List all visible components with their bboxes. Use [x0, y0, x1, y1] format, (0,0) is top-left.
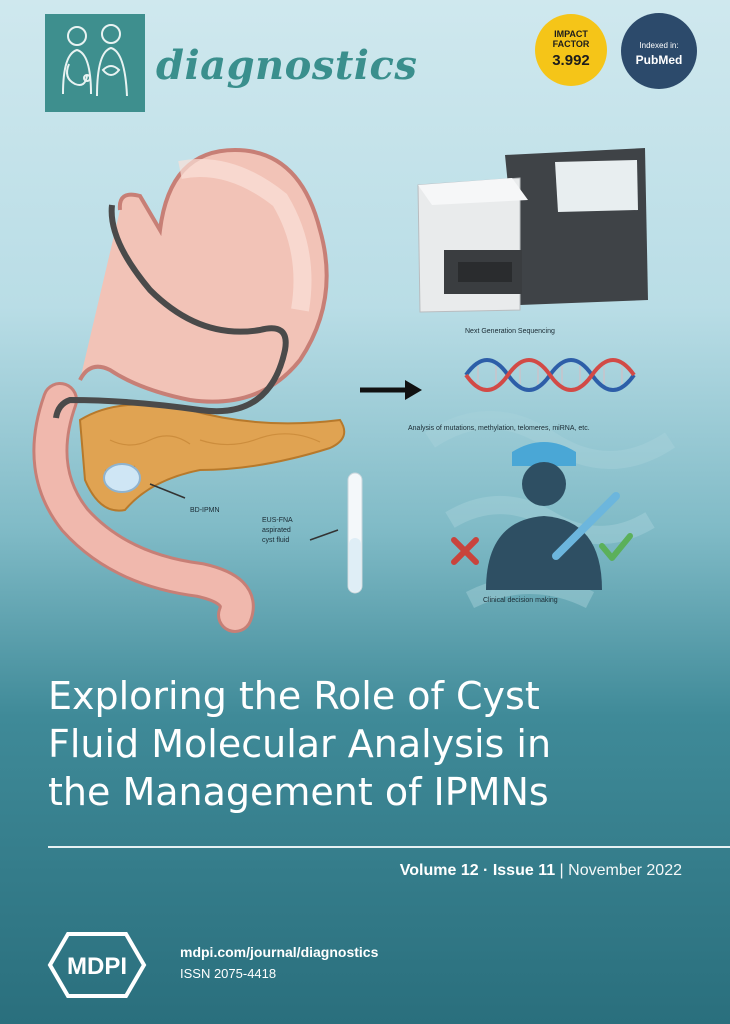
impact-factor-value: 3.992	[552, 52, 590, 69]
pubmed-label: PubMed	[635, 53, 683, 67]
doctor-icon	[486, 442, 620, 590]
test-tube-icon	[347, 472, 363, 594]
endoscope-icon	[53, 204, 289, 419]
impact-factor-badge: IMPACT FACTOR 3.992	[535, 14, 607, 86]
pancreas-icon	[78, 403, 346, 512]
pubmed-indexed-label: Indexed in:	[639, 41, 679, 50]
volume-label: Volume 12	[399, 862, 479, 879]
eus-label-2: aspirated	[262, 527, 291, 534]
cross-icon	[451, 537, 479, 565]
bd-ipmn-label: BD-IPMN	[190, 507, 220, 514]
journal-logo-icon	[45, 14, 145, 112]
issn-label: ISSN 2075-4418	[180, 966, 277, 981]
issue-separator: ·	[478, 862, 493, 879]
title-line: Exploring the Role of Cyst	[48, 674, 540, 718]
journal-url[interactable]: mdpi.com/journal/diagnostics	[180, 944, 379, 960]
cyst-icon	[103, 463, 141, 493]
ngs-caption: Next Generation Sequencing	[465, 328, 555, 335]
issue-label: Issue 11	[492, 862, 556, 879]
mdpi-logo-icon: MDPI	[47, 932, 147, 998]
bd-pointer-icon	[149, 483, 186, 499]
impact-factor-label-2: FACTOR	[552, 39, 590, 49]
eus-label-3: cyst fluid	[262, 537, 289, 544]
dna-helix-icon	[464, 358, 636, 392]
divider	[48, 846, 730, 848]
eus-pointer-icon	[309, 529, 339, 541]
mdpi-logo-text: MDPI	[67, 953, 127, 980]
stomach-icon	[78, 147, 329, 404]
issue-date: November 2022	[568, 862, 682, 879]
date-separator: |	[555, 862, 569, 879]
checkmark-icon	[599, 533, 633, 561]
analysis-caption: Analysis of mutations, methylation, telo…	[408, 425, 590, 432]
arrow-right-icon	[360, 380, 422, 400]
sequencer-icon	[417, 148, 648, 313]
decision-caption: Clinical decision making	[483, 597, 558, 604]
cover-illustration: BD-IPMN EUS-FNA aspirated cyst fluid Nex…	[32, 147, 675, 633]
title-line: Fluid Molecular Analysis in	[48, 722, 552, 766]
issue-info: Volume 12 · Issue 11 | November 2022	[400, 862, 682, 880]
pubmed-badge: Indexed in: PubMed	[621, 13, 697, 89]
article-title: Exploring the Role of Cyst Fluid Molecul…	[48, 672, 698, 816]
title-line: the Management of IPMNs	[48, 770, 549, 814]
journal-title: diagnostics	[156, 42, 418, 89]
eus-label-1: EUS-FNA	[262, 517, 293, 524]
impact-factor-label-1: IMPACT	[554, 29, 588, 39]
